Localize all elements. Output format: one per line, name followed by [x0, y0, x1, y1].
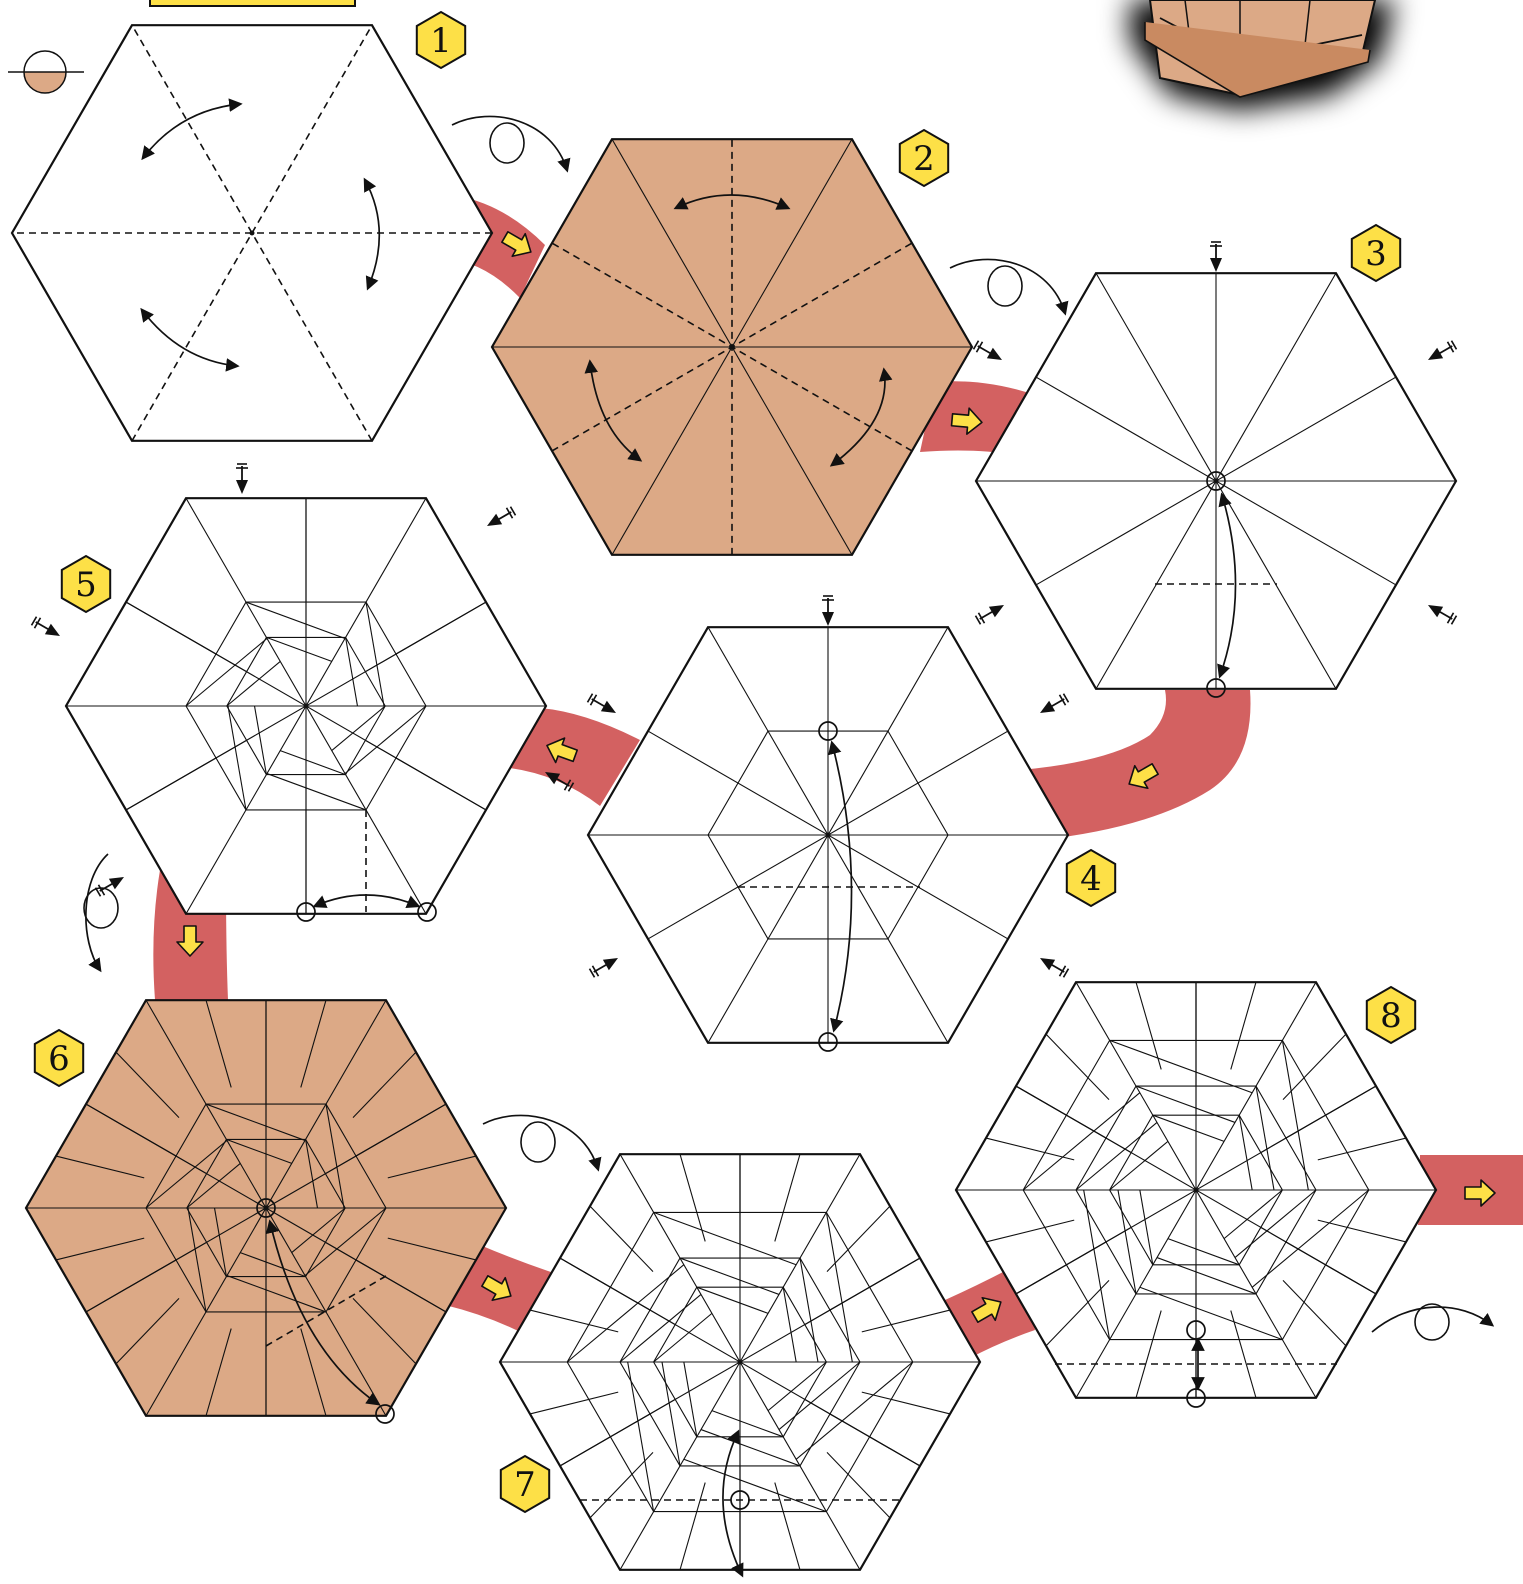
- turn-over-icon: [86, 854, 108, 970]
- turn-over-icon: [950, 259, 1065, 313]
- push-arrow-icon: [1037, 953, 1069, 978]
- step-badge-4: 4: [1067, 850, 1115, 906]
- step-badge-7: 7: [501, 1456, 549, 1512]
- turn-over-icon: [483, 1115, 598, 1169]
- push-arrow-icon: [822, 596, 834, 626]
- step-number: 8: [1380, 996, 1402, 1036]
- step-5-diagram: [66, 498, 546, 914]
- push-arrow-icon: [95, 872, 127, 897]
- step-8-diagram: [956, 982, 1436, 1398]
- finished-model-preview: [1130, 0, 1395, 110]
- push-arrow-icon: [1037, 693, 1069, 718]
- title-box-fragment: [150, 0, 355, 6]
- push-arrow-icon: [236, 464, 248, 494]
- half-colored-circle-icon: [8, 51, 84, 93]
- step-7-diagram: [500, 1154, 980, 1570]
- step-badge-6: 6: [35, 1030, 83, 1086]
- step-number: 7: [514, 1465, 536, 1505]
- push-arrow-icon: [589, 953, 621, 978]
- step-badge-8: 8: [1367, 987, 1415, 1043]
- push-arrow-icon: [1425, 340, 1457, 365]
- step-number: 4: [1080, 859, 1102, 899]
- push-arrow-icon: [31, 616, 63, 641]
- push-arrow-icon: [484, 506, 516, 531]
- push-arrow-icon: [1210, 242, 1222, 272]
- step-3-diagram: [976, 273, 1456, 689]
- push-arrow-icon: [587, 693, 619, 718]
- push-arrow-icon: [973, 340, 1005, 365]
- step-number: 1: [430, 21, 452, 61]
- turn-over-icon: [1372, 1307, 1492, 1332]
- step-6-diagram: [26, 1000, 506, 1416]
- step-1-diagram: [12, 25, 492, 441]
- step-4-diagram: [588, 627, 1068, 1043]
- step-2-diagram: [492, 139, 972, 555]
- step-badge-1: 1: [417, 12, 465, 68]
- step-number: 3: [1365, 234, 1387, 274]
- step-badge-5: 5: [62, 556, 110, 612]
- turn-over-icon: [452, 116, 567, 170]
- push-arrow-icon: [975, 600, 1007, 625]
- step-number: 5: [75, 565, 97, 605]
- step-badge-2: 2: [900, 130, 948, 186]
- push-arrow-icon: [1425, 600, 1457, 625]
- step-number: 6: [48, 1039, 70, 1079]
- step-number: 2: [913, 139, 935, 179]
- step-badge-3: 3: [1352, 225, 1400, 281]
